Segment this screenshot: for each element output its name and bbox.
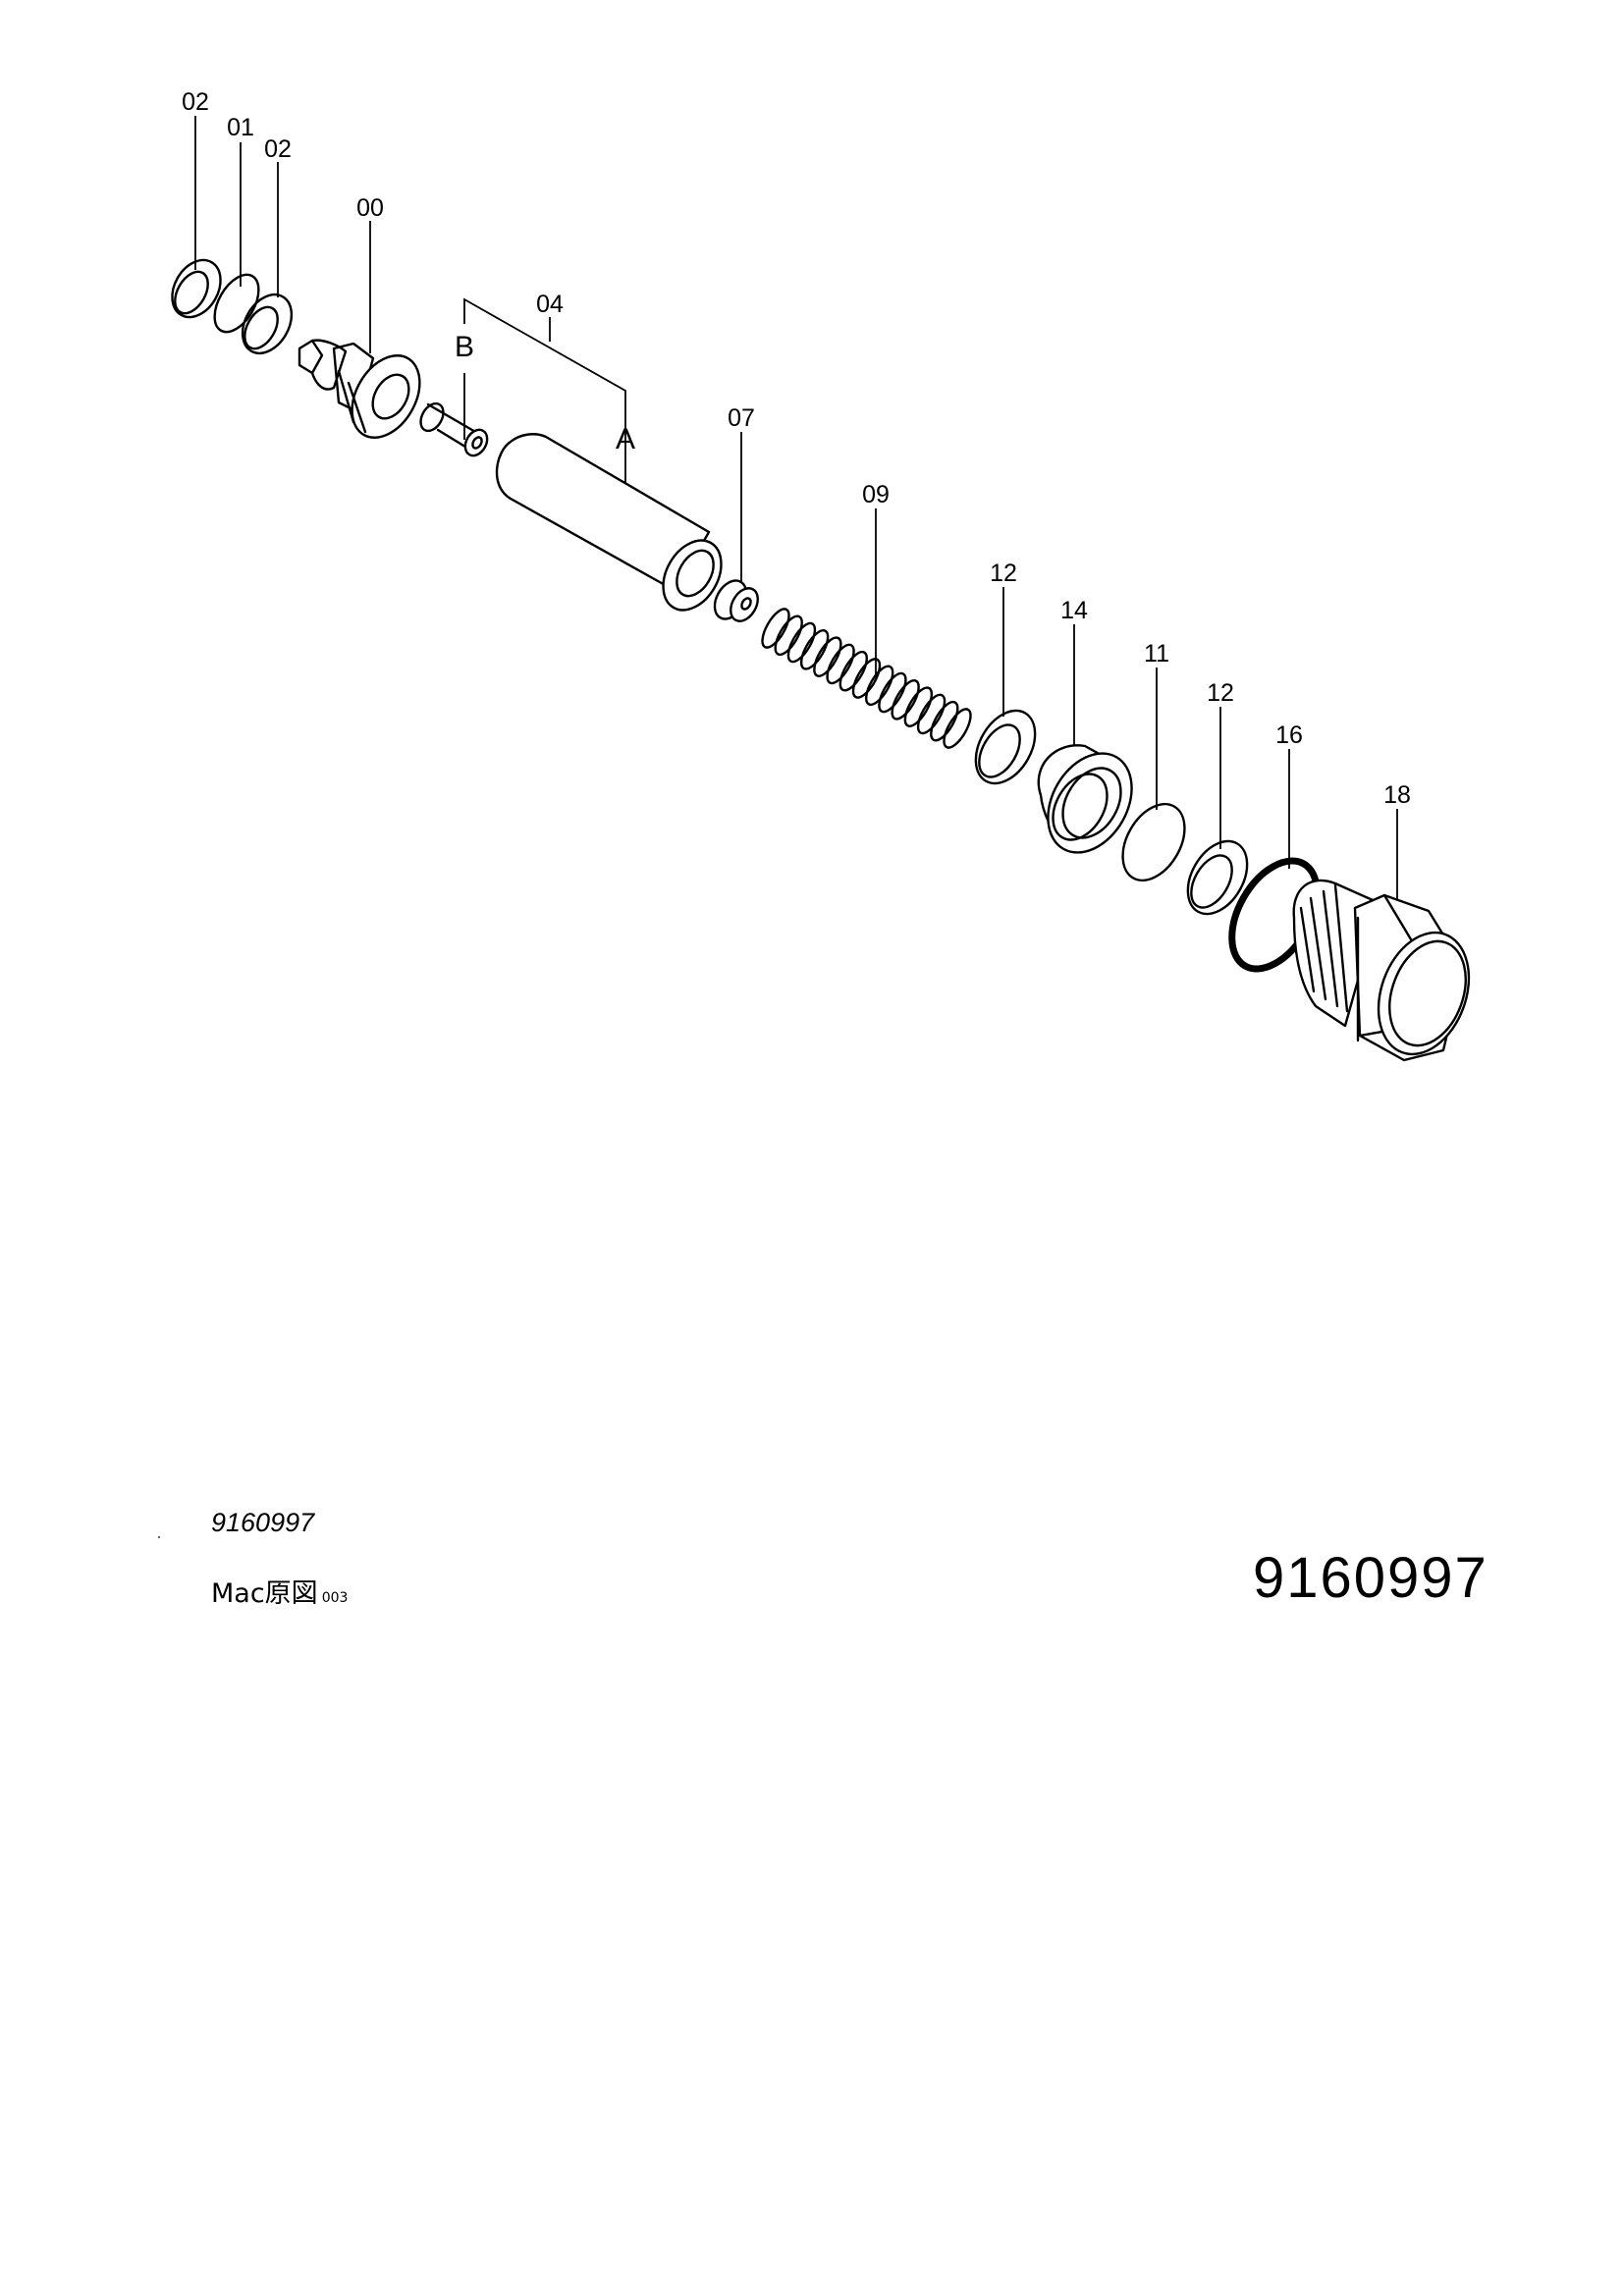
callout-12-second: 12 <box>1207 679 1234 707</box>
callout-00: 00 <box>356 194 384 222</box>
callout-07: 07 <box>728 404 755 432</box>
callout-labels: 02 01 02 00 04 B A 07 09 12 14 11 12 16 … <box>182 88 1411 809</box>
leader-lines <box>194 116 1398 903</box>
spring-coil <box>761 608 790 649</box>
callout-a: A <box>616 423 635 455</box>
callout-b: B <box>455 331 474 363</box>
drawing-number: 9160997 <box>1253 1546 1488 1610</box>
callout-04: 04 <box>536 291 564 318</box>
spring-coil <box>851 658 882 699</box>
poppet-04-b <box>419 401 489 457</box>
spring-09 <box>761 608 972 749</box>
callout-01: 01 <box>227 114 254 141</box>
source-note-text: Mac原図 <box>211 1578 318 1609</box>
spring-coil <box>826 643 855 685</box>
spring-coil <box>943 708 972 749</box>
callout-02-right: 02 <box>264 135 292 163</box>
spring-coil <box>786 621 817 664</box>
drawing-code-label: 9160997 <box>211 1508 315 1537</box>
spring-coil <box>865 665 894 707</box>
spring-coil <box>799 629 830 670</box>
spring-coil <box>903 686 934 727</box>
plug-18 <box>1292 879 1471 1062</box>
callout-18: 18 <box>1383 781 1411 809</box>
scan-speck <box>158 1536 160 1538</box>
sleeve-04-a <box>495 433 723 612</box>
spring-coil <box>930 700 959 742</box>
spring-coil <box>891 679 920 721</box>
snap-ring-02-left <box>171 258 222 319</box>
spring-coil <box>916 693 947 735</box>
spring-coil <box>839 650 868 692</box>
backup-ring-14 <box>1037 744 1133 854</box>
callout-12-first: 12 <box>990 560 1017 587</box>
callout-11: 11 <box>1144 640 1169 667</box>
source-note-number: 003 <box>321 1590 349 1606</box>
callout-14: 14 <box>1060 597 1088 624</box>
spring-coil <box>878 671 907 714</box>
plug-00 <box>298 339 421 439</box>
o-ring-11 <box>1121 803 1186 881</box>
callout-02-left: 02 <box>182 88 209 116</box>
snap-ring-02-right <box>241 293 294 355</box>
snap-ring-12-first <box>974 709 1037 785</box>
spring-coil <box>813 636 842 677</box>
seat-07 <box>713 579 759 622</box>
callout-16: 16 <box>1275 721 1303 749</box>
spring-coil <box>774 614 803 657</box>
o-ring-01 <box>213 273 260 334</box>
callout-09: 09 <box>862 481 890 508</box>
snap-ring-12-second <box>1186 839 1249 916</box>
